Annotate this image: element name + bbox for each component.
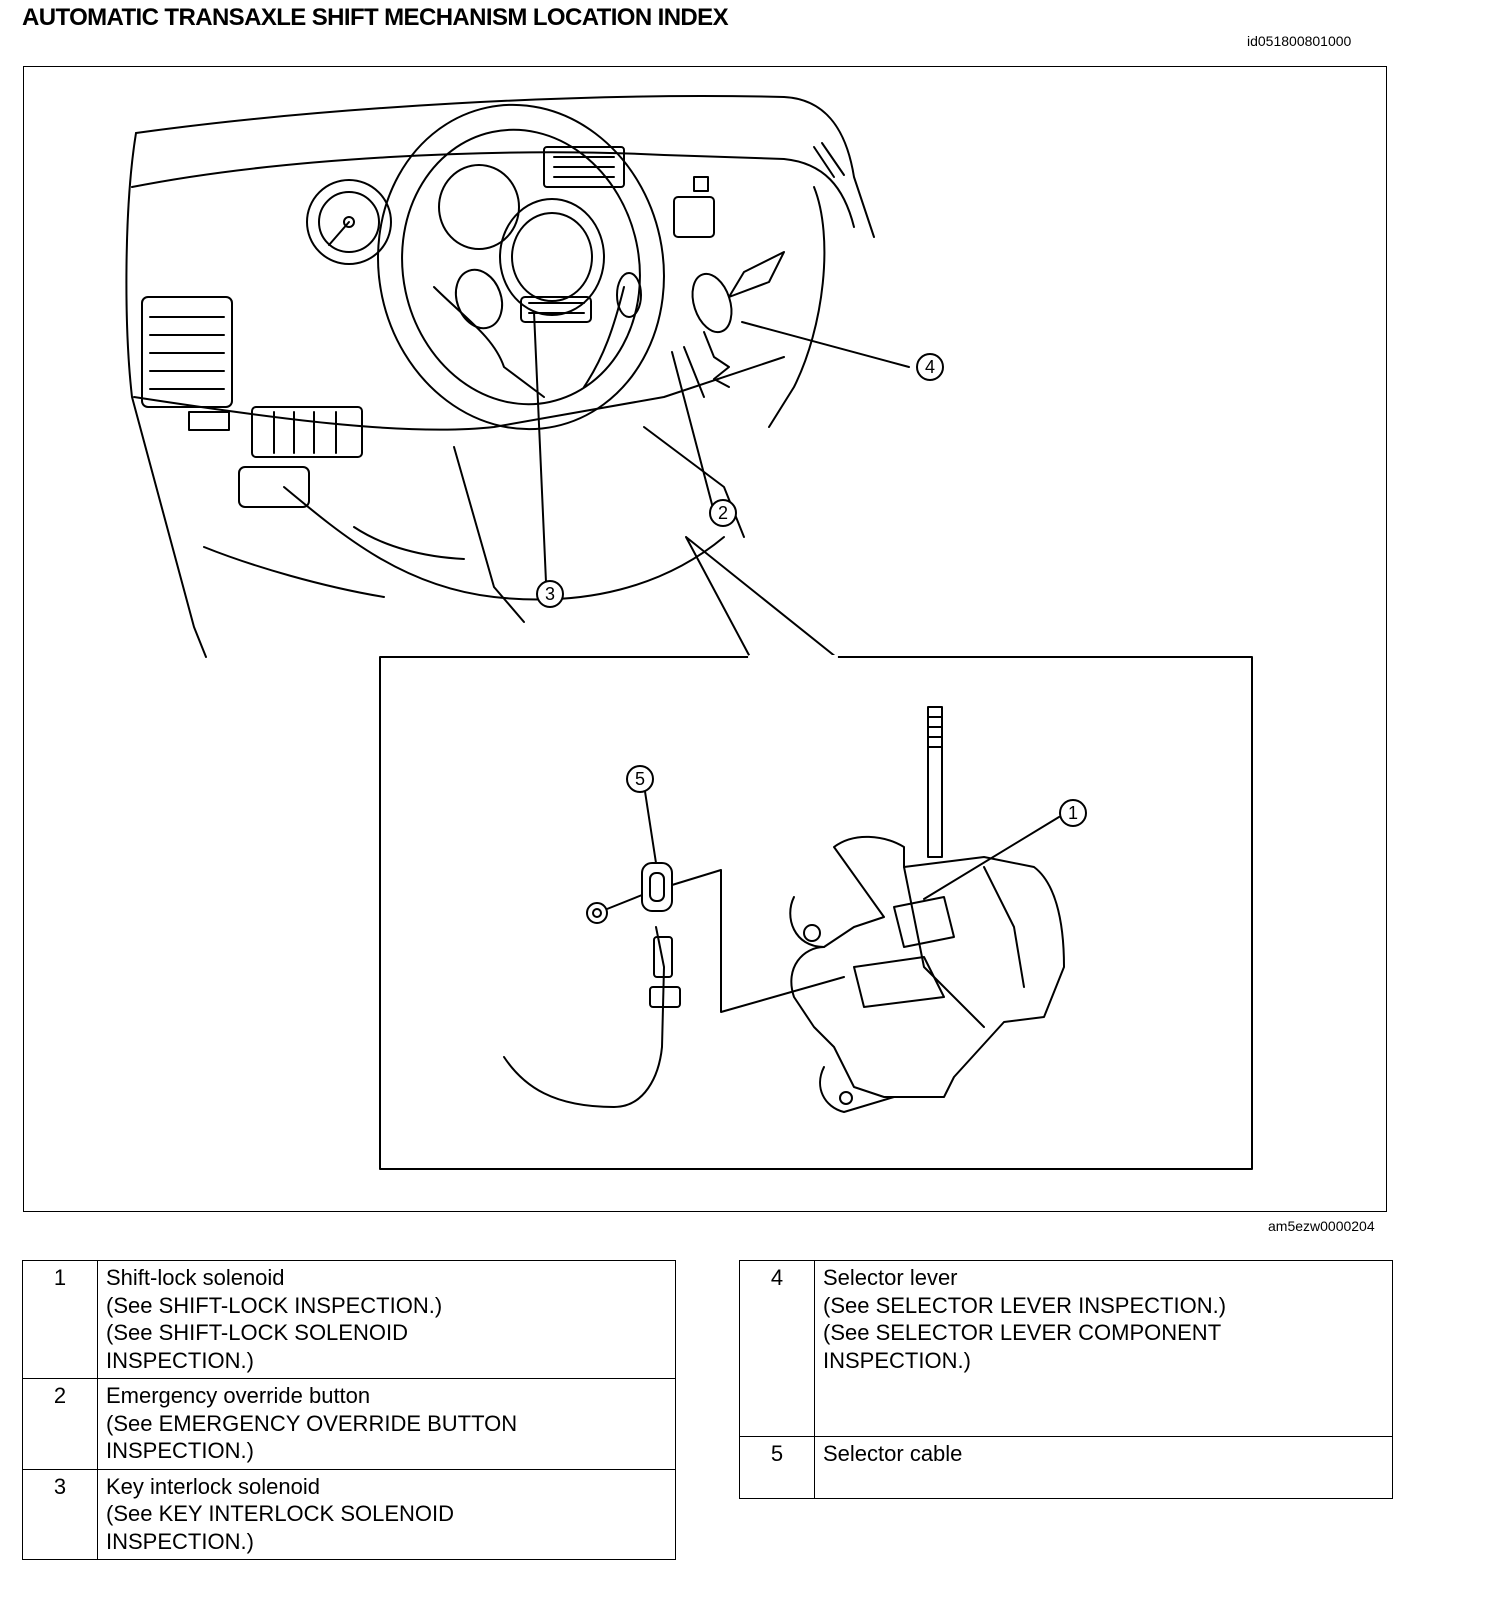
description-line: (See SELECTOR LEVER COMPONENT	[823, 1320, 1222, 1345]
switch-panel	[251, 406, 363, 458]
nut	[586, 902, 608, 924]
callout-2	[709, 499, 737, 527]
dashboard-illustration: 4 2 3 5 1	[125, 95, 1253, 1170]
key-cylinder	[520, 296, 592, 323]
description-line: INSPECTION.)	[823, 1347, 971, 1373]
description-line: INSPECTION.)	[106, 1528, 254, 1554]
table-row: 1 Shift-lock solenoid (See SHIFT-LOCK IN…	[22, 1260, 676, 1379]
table-row: 5 Selector cable	[739, 1436, 1393, 1499]
description-line: (See EMERGENCY OVERRIDE BUTTON	[106, 1410, 518, 1436]
page-title: AUTOMATIC TRANSAXLE SHIFT MECHANISM LOCA…	[22, 4, 729, 31]
description-line: Shift-lock solenoid	[106, 1265, 285, 1290]
callout-3-label: 3	[545, 584, 555, 604]
table-row: 2 Emergency override button (See EMERGEN…	[22, 1378, 676, 1470]
leader-1	[923, 816, 1060, 900]
callout-3	[536, 580, 564, 608]
table-row: 4 Selector lever (See SELECTOR LEVER INS…	[739, 1260, 1393, 1437]
callout-1-label: 1	[1068, 803, 1078, 823]
callout-2-label: 2	[718, 503, 728, 523]
console-curve	[283, 486, 725, 601]
leader-5	[643, 784, 657, 864]
leader-3	[533, 311, 547, 583]
description-line: (See KEY INTERLOCK SOLENOID	[106, 1501, 455, 1526]
callout-5	[626, 765, 654, 793]
description-line: (See SHIFT-LOCK SOLENOID	[106, 1320, 408, 1345]
item-number: 1	[22, 1260, 98, 1379]
item-number: 4	[739, 1260, 815, 1437]
table-row: 3 Key interlock solenoid (See KEY INTERL…	[22, 1468, 676, 1560]
callout-4-label: 4	[925, 357, 935, 377]
item-description: Selector lever (See SELECTOR LEVER INSPE…	[814, 1260, 1393, 1437]
gauge-left	[306, 179, 392, 265]
selector-knob	[691, 272, 733, 334]
gauge-right	[438, 164, 520, 250]
description-line: Selector lever	[823, 1265, 958, 1290]
item-description: Shift-lock solenoid (See SHIFT-LOCK INSP…	[97, 1260, 676, 1379]
description-line: Emergency override button	[106, 1383, 371, 1408]
dashboard-left-edge	[125, 132, 207, 658]
description-line: (See SELECTOR LEVER INSPECTION.)	[823, 1292, 1227, 1318]
leader-4	[741, 321, 910, 368]
callout-5-label: 5	[635, 769, 645, 789]
description-line: Selector cable	[823, 1441, 963, 1466]
description-line: INSPECTION.)	[106, 1438, 254, 1463]
location-diagram: 4 2 3 5 1	[23, 66, 1387, 1212]
center-vent	[543, 146, 625, 188]
steering-hub	[499, 198, 605, 316]
selector-rod	[927, 706, 943, 858]
item-number: 2	[22, 1378, 98, 1470]
air-vent-left	[141, 296, 233, 408]
description-line: Key interlock solenoid	[106, 1473, 321, 1499]
detail-inset	[379, 656, 1253, 1170]
description-line: INSPECTION.)	[106, 1347, 254, 1373]
selector-cable	[503, 926, 665, 1108]
item-number: 5	[739, 1436, 815, 1499]
inset-pointer	[685, 536, 837, 658]
component-index-table-left: 1 Shift-lock solenoid (See SHIFT-LOCK IN…	[22, 1260, 676, 1560]
item-description: Selector cable	[814, 1436, 1393, 1499]
document-id: id051800801000	[1247, 33, 1352, 49]
dashboard-panel	[131, 151, 855, 228]
description-line: (See SHIFT-LOCK INSPECTION.)	[106, 1292, 443, 1318]
dashboard-top-edge	[135, 95, 875, 238]
callout-1	[1059, 799, 1087, 827]
item-number: 3	[22, 1468, 98, 1560]
component-index-table-right: 4 Selector lever (See SELECTOR LEVER INS…	[739, 1260, 1393, 1499]
item-description: Emergency override button (See EMERGENCY…	[97, 1378, 676, 1470]
callout-4	[916, 353, 944, 381]
dashboard-lower	[133, 356, 785, 431]
shift-lock-assembly	[790, 835, 1065, 1098]
figure-id: am5ezw0000204	[1268, 1218, 1375, 1234]
steering-wheel	[377, 103, 665, 431]
item-description: Key interlock solenoid (See KEY INTERLOC…	[97, 1468, 676, 1560]
leader-2	[671, 351, 715, 513]
